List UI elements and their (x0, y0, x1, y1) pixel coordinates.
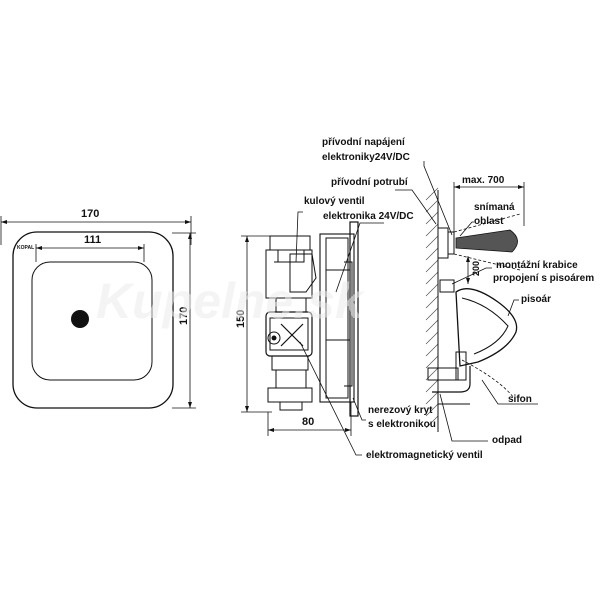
wall-hatch (425, 187, 439, 432)
label-power-line-1: přívodní napájení (322, 137, 406, 148)
label-cover-1: nerezový kryt (368, 405, 433, 416)
label-urinal: pisoár (521, 294, 551, 305)
label-siphon: sifon (508, 394, 532, 405)
label-mounting-2: propojení s pisoárem (493, 273, 594, 284)
label-cover-2: s elektronikou (368, 419, 436, 430)
label-electronics: elektronika 24V/DC (323, 211, 414, 222)
urinal-bowl (455, 288, 518, 367)
sensing-cone (455, 229, 518, 253)
urinal-detail: max. 700 200 (425, 175, 525, 432)
label-sensing-2: oblast (474, 216, 504, 227)
brand-mark: KOPAL (17, 245, 34, 251)
front-outer-plate (12, 231, 174, 409)
watermark: Kupelne.sk (96, 273, 365, 329)
front-inner-panel (31, 261, 153, 381)
label-solenoid: elektromagnetický ventil (366, 450, 483, 461)
label-power-line-2: elektroniky24V/DC (322, 152, 410, 163)
label-drain: odpad (492, 435, 522, 446)
dim-side-depth: 80 (302, 416, 314, 428)
dim-small-height: 200 (471, 261, 481, 276)
dim-inner-width: 111 (84, 234, 101, 246)
label-ball-valve: kulový ventil (304, 196, 365, 207)
dim-outer-width: 170 (81, 208, 99, 220)
dim-side-height: 150 (235, 310, 247, 328)
side-view: 150 80 (235, 221, 359, 436)
sensor-dot (71, 310, 89, 328)
dim-outer-height: 170 (178, 307, 190, 325)
label-mounting-1: montážní krabice (496, 260, 578, 271)
label-sensing-1: snímaná (474, 202, 515, 213)
labels: přívodní napájení elektroniky24V/DC přív… (304, 137, 594, 461)
leader-lines (295, 161, 538, 456)
dim-max-distance: max. 700 (462, 175, 505, 186)
front-view: KOPAL 170 111 170 (0, 208, 196, 409)
label-supply-pipe: přívodní potrubí (331, 177, 409, 188)
